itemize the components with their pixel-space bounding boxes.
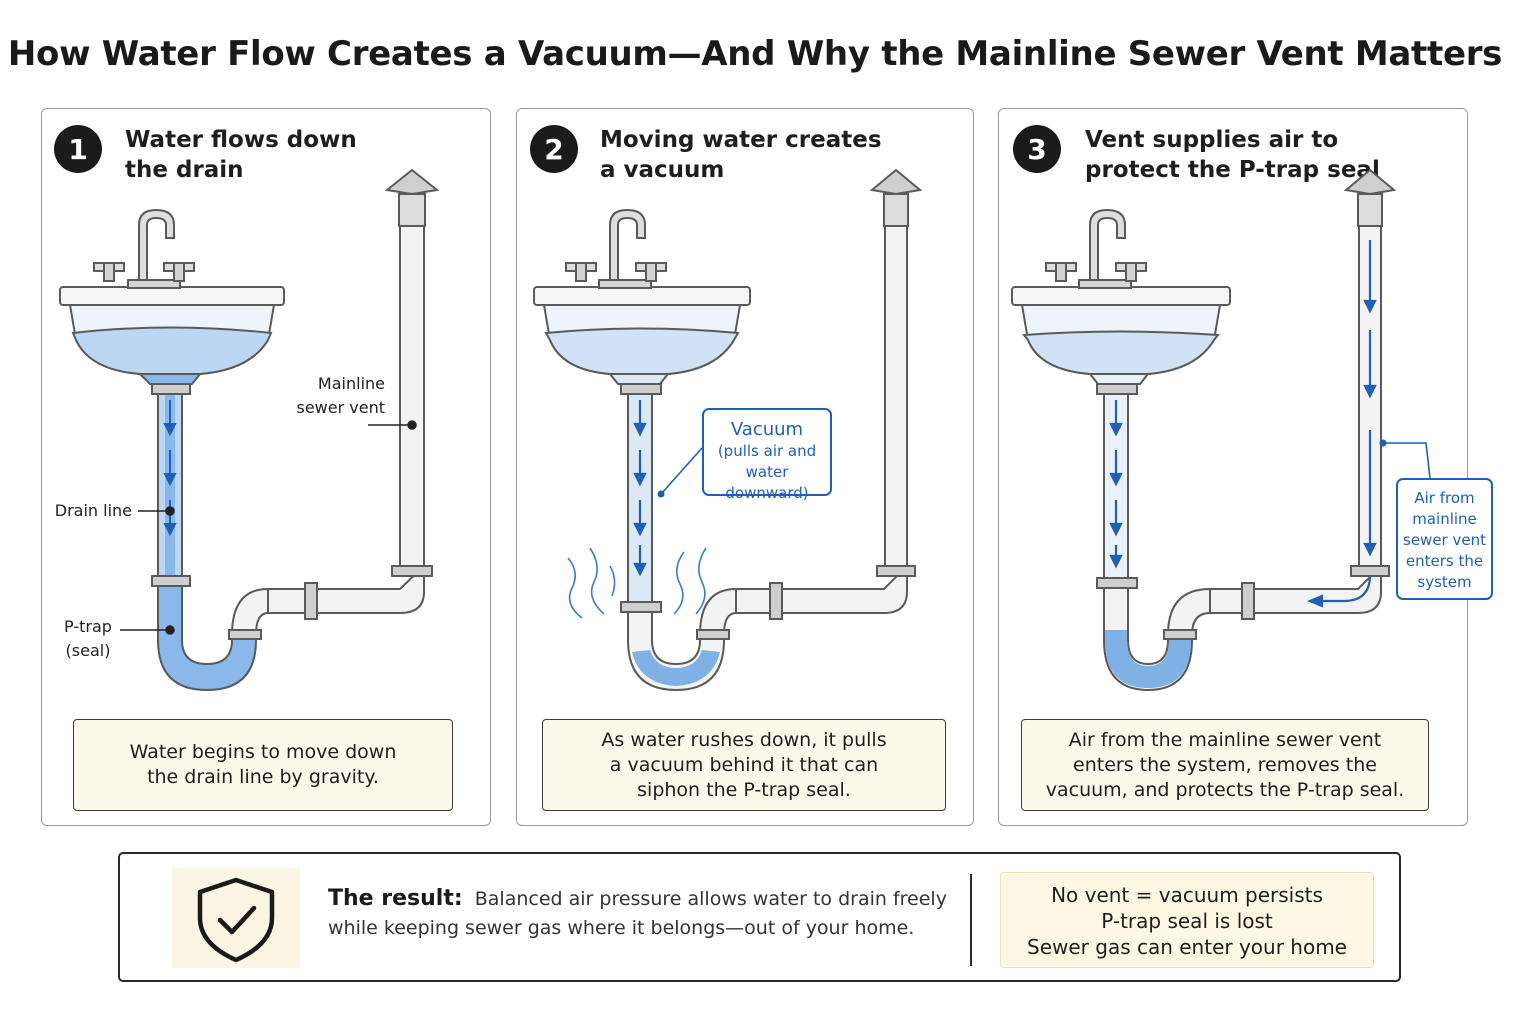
label-drain-line: Drain line (54, 501, 132, 520)
result-text: The result: Balanced air pressure allows… (328, 886, 947, 939)
label-p-trap: P-trap (seal) (64, 617, 112, 660)
air-supply-callout: Air from mainline sewer vent enters the … (1396, 478, 1493, 600)
shield-icon-background (172, 868, 300, 968)
turbulence-icon (567, 547, 707, 619)
result-heading: The result: (328, 886, 463, 911)
label-mainline-sewer-vent: Mainline sewer vent (296, 374, 386, 417)
step-1-title: Water flows down the drain (125, 127, 357, 183)
no-vent-warning: No vent = vacuum persists P-trap seal is… (1000, 872, 1374, 968)
step-number-2: 2 (530, 125, 578, 173)
step-3-title: Vent supplies air to protect the P-trap … (1085, 127, 1380, 183)
shield-check-icon (197, 877, 275, 963)
step-number-1: 1 (54, 125, 102, 173)
result-summary-box: The result: Balanced air pressure allows… (118, 852, 1401, 982)
panel-step-3 (998, 108, 1468, 826)
vacuum-callout: Vacuum (pulls air and water downward) (702, 408, 832, 502)
divider (970, 874, 972, 966)
step-number-3: 3 (1013, 125, 1061, 173)
vent-cap-icon (384, 168, 440, 196)
vent-cap-icon (869, 168, 923, 196)
vent-cap-icon (1343, 168, 1397, 196)
page-title: How Water Flow Creates a Vacuum—And Why … (7, 34, 1503, 74)
step-2-title: Moving water creates a vacuum (600, 127, 882, 183)
